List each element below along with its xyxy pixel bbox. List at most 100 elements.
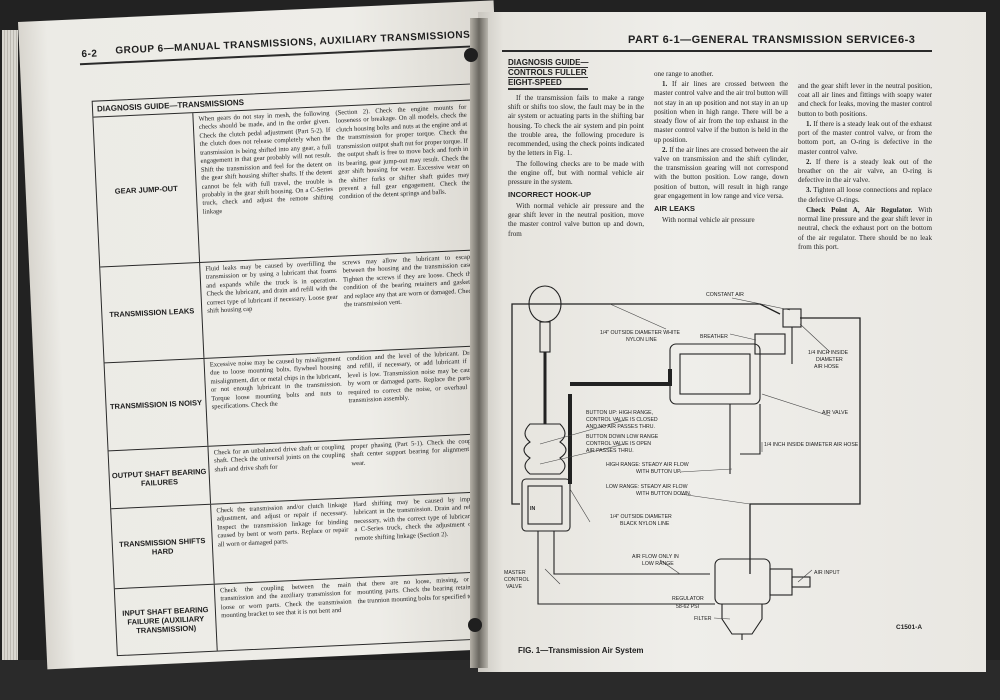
list-item: 2. If there is a steady leak out of the … bbox=[798, 158, 932, 186]
header-rule bbox=[502, 50, 932, 52]
white-nylon-line bbox=[511, 303, 600, 505]
check-point-heading: Check Point A, Air Regulator. bbox=[806, 205, 913, 214]
item-text: Tighten all loose connections and replac… bbox=[798, 186, 932, 204]
air-valve-inner bbox=[679, 353, 751, 395]
paragraph: one range to another. bbox=[654, 70, 714, 78]
label-regulator: REGULATOR bbox=[672, 596, 704, 602]
paragraph: With normal vehicle air pressure and the… bbox=[508, 202, 644, 238]
label-button-down-2: CONTROL VALVE IS OPEN bbox=[586, 441, 651, 447]
figure-caption: FIG. 1—Transmission Air System bbox=[518, 646, 644, 655]
shift-lever bbox=[539, 321, 551, 353]
list-item: 1. If there is a steady leak out of the … bbox=[798, 120, 932, 157]
cause-text: (Section 2). Check the engine mounts for… bbox=[335, 103, 470, 201]
cause-text: screws may allow the lubricant to escape… bbox=[342, 253, 475, 309]
label-air-flow-2: LOW RANGE bbox=[642, 561, 674, 567]
cause-text: Excessive noise may be caused by misalig… bbox=[209, 355, 343, 411]
check-point-text: With normal line pressure and the gear s… bbox=[798, 205, 932, 251]
part-title: PART 6-1—GENERAL TRANSMISSION SERVICE bbox=[628, 34, 898, 46]
page-stack-edge bbox=[2, 30, 18, 660]
air-input-port bbox=[791, 576, 811, 588]
incorrect-hookup-heading: INCORRECT HOOK-UP bbox=[508, 190, 592, 200]
label-air-input: AIR INPUT bbox=[814, 570, 840, 576]
cause-text: When gears do not stay in mesh, the foll… bbox=[198, 109, 334, 216]
paragraph: The following checks are to be made with… bbox=[508, 159, 644, 186]
label-button-up-3: AND NO AIR PASSES THRU. bbox=[586, 424, 655, 430]
label-air-flow: AIR FLOW ONLY IN bbox=[632, 554, 679, 560]
list-item: 2. If the air lines are crossed between … bbox=[654, 146, 788, 201]
label-high-range: HIGH RANGE: STEADY AIR FLOW bbox=[606, 462, 689, 468]
label-hose-inside-2: DIAMETER bbox=[816, 357, 843, 363]
label-button-down: BUTTON DOWN LOW RANGE bbox=[586, 434, 659, 440]
title-line: DIAGNOSIS GUIDE— bbox=[508, 58, 589, 69]
diagnosis-table: DIAGNOSIS GUIDE—TRANSMISSIONS GEAR JUMP-… bbox=[91, 83, 497, 657]
item-number: 2. bbox=[662, 145, 668, 154]
label-master: MASTER bbox=[504, 570, 526, 576]
air-flow-line bbox=[537, 549, 715, 605]
cause-text: Hard shifting may be caused by improper … bbox=[353, 495, 486, 543]
paragraph: Check Point A, Air Regulator. With norma… bbox=[798, 206, 932, 252]
table-row: GEAR JUMP-OUT When gears do not stay in … bbox=[93, 100, 478, 268]
condition-cell: OUTPUT SHAFT BEARING FAILURES bbox=[108, 446, 212, 509]
item-text: If air lines are crossed between the mas… bbox=[654, 80, 789, 144]
item-text: If the air lines are crossed between the… bbox=[654, 145, 788, 200]
low-range-line bbox=[553, 549, 710, 575]
tee-fitting bbox=[782, 308, 802, 328]
paragraph: If the transmission fails to make a rang… bbox=[508, 94, 644, 158]
lever-boot bbox=[523, 423, 567, 475]
text-column-3: and the gear shift lever in the neutral … bbox=[798, 82, 932, 253]
condition-cell: TRANSMISSION LEAKS bbox=[100, 262, 205, 363]
left-page: 6-2 GROUP 6—MANUAL TRANSMISSIONS, AUXILI… bbox=[18, 0, 523, 670]
label-hose-inside-3: AIR HOSE bbox=[814, 364, 839, 370]
left-page-number: 6-2 bbox=[81, 48, 98, 61]
cause-text: Fluid leaks may be caused by overfilling… bbox=[205, 259, 338, 315]
label-low-range-2: WITH BUTTON DOWN. bbox=[636, 491, 691, 497]
condition-cell: GEAR JUMP-OUT bbox=[93, 113, 201, 267]
label-breather: BREATHER bbox=[700, 334, 728, 340]
air-system-diagram: CONSTANT AIR BREATHER 1/4" OUTSIDE DIAME… bbox=[504, 285, 861, 640]
paragraph: and the gear shift lever in the neutral … bbox=[798, 82, 932, 118]
cause-text: condition and the level of the lubricant… bbox=[346, 349, 480, 405]
air-valve-body bbox=[669, 343, 761, 405]
breather bbox=[754, 333, 786, 355]
book-spine bbox=[470, 18, 488, 668]
label-white-line-2: NYLON LINE bbox=[626, 337, 657, 343]
cause-text: Check the transmission and/or clutch lin… bbox=[216, 501, 349, 549]
right-page: PART 6-1—GENERAL TRANSMISSION SERVICE 6-… bbox=[478, 12, 986, 672]
label-black-line-2: BLACK NYLON LINE bbox=[620, 521, 670, 527]
item-number: 3. bbox=[806, 186, 812, 195]
cause-text: Check the coupling between the main tran… bbox=[219, 581, 352, 620]
regulator bbox=[714, 558, 771, 605]
binding-hole bbox=[468, 618, 482, 632]
label-master-3: VALVE bbox=[506, 584, 522, 590]
label-in: IN bbox=[530, 506, 535, 512]
figure-id: C1501-A bbox=[896, 624, 923, 631]
list-item: 1. If air lines are crossed between the … bbox=[654, 80, 788, 145]
item-number: 2. bbox=[806, 157, 812, 166]
valve-inner bbox=[527, 485, 563, 525]
title-line: CONTROLS FULLER bbox=[508, 68, 589, 79]
regulator-port bbox=[769, 568, 793, 596]
item-number: 1. bbox=[662, 80, 668, 89]
label-high-range-2: WITH BUTTON UP. bbox=[636, 469, 681, 475]
item-text: If there is a steady leak out of the bre… bbox=[798, 157, 932, 185]
label-filter: FILTER bbox=[694, 616, 712, 622]
diagnosis-guide-title: DIAGNOSIS GUIDE— CONTROLS FULLER EIGHT-S… bbox=[508, 58, 589, 90]
air-leaks-heading: AIR LEAKS bbox=[654, 204, 695, 214]
label-air-valve: AIR VALVE bbox=[822, 410, 849, 416]
label-constant-air: CONSTANT AIR bbox=[706, 292, 744, 298]
constant-air-line bbox=[600, 303, 781, 315]
condition-cell: INPUT SHAFT BEARING FAILURE (AUXILIARY T… bbox=[114, 584, 218, 656]
title-line: EIGHT-SPEED bbox=[508, 78, 589, 89]
item-number: 1. bbox=[806, 119, 812, 128]
master-control-valve bbox=[521, 478, 571, 532]
label-low-range: LOW RANGE: STEADY AIR FLOW bbox=[606, 484, 688, 490]
cause-text: proper phasing (Part 5-1). Check the cou… bbox=[350, 437, 483, 468]
label-white-line: 1/4" OUTSIDE DIAMETER WHITE bbox=[600, 330, 680, 336]
text-column-1: If the transmission fails to make a rang… bbox=[508, 94, 644, 240]
right-page-number: 6-3 bbox=[898, 34, 916, 46]
paragraph: With normal vehicle air pressure bbox=[662, 215, 755, 224]
table-row: TRANSMISSION LEAKS Fluid leaks may be ca… bbox=[100, 250, 483, 364]
item-text: If there is a steady leak out of the exh… bbox=[798, 119, 932, 156]
label-hose-inside: 1/4 INCH INSIDE bbox=[808, 350, 849, 356]
text-column-2: one range to another. 1. If air lines ar… bbox=[654, 70, 788, 226]
